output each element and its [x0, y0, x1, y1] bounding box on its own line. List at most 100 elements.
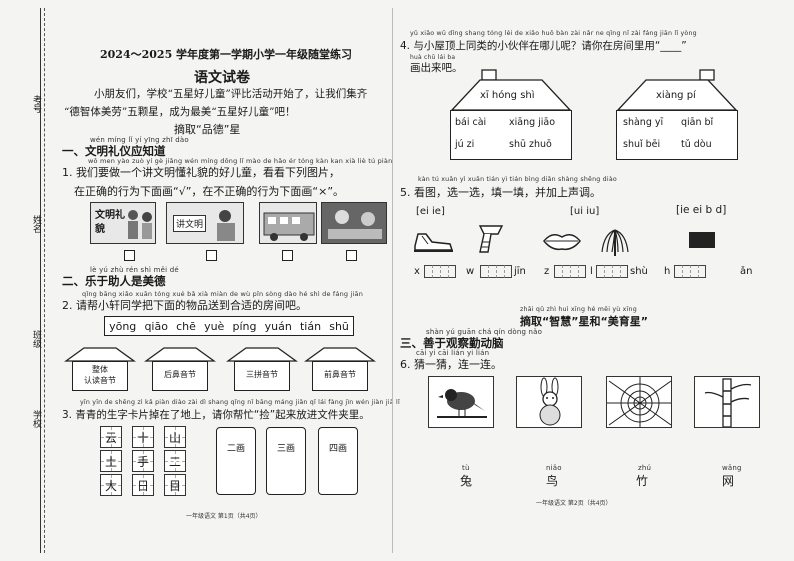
word-bank-item[interactable]: shū — [329, 319, 349, 333]
exam-title: 2024～2025 学年度第一学期小学一年级随堂练习 — [100, 48, 353, 61]
q3-pinyin: yīn yīn de shēng zì kǎ piàn diào zài dì … — [80, 399, 400, 406]
folder-label: 二画 — [226, 444, 245, 454]
shoes-icon — [414, 233, 454, 252]
q4-pinyin: yǔ xiǎo wū dǐng shang tóng lèi de xiǎo h… — [410, 30, 697, 37]
house-roof-icon — [450, 69, 572, 111]
picture-greeting: 文明礼貌 — [90, 202, 156, 244]
room-word[interactable]: shuǐ bēi — [623, 139, 661, 150]
sec2-heading: 二、乐于助人是美德 — [62, 274, 166, 288]
word-rabbit[interactable]: 兔 — [460, 474, 473, 488]
answer-box-2[interactable] — [206, 250, 217, 261]
room-word[interactable]: tǔ dòu — [681, 139, 712, 150]
q6-pinyin: cāi yi cāi lián yi lián — [416, 349, 490, 357]
house-tomato: xī hóng shì bái cài xiāng jiāo jú zi shū… — [450, 68, 572, 168]
room-body: 前鼻音节 — [312, 361, 368, 391]
room-label: 认读音节 — [84, 376, 116, 385]
house-eraser: xiàng pí shàng yī qiān bǐ shuǐ bēi tǔ dò… — [616, 68, 738, 168]
room-three-part[interactable]: 三拼音节 — [226, 346, 298, 402]
word-bird[interactable]: 鸟 — [546, 474, 559, 488]
room-word[interactable]: bái cài — [455, 117, 487, 128]
word-bamboo[interactable]: 竹 — [636, 474, 649, 488]
word-bank-item[interactable]: chē — [176, 319, 196, 333]
char-card[interactable]: 目 — [164, 474, 186, 496]
char-card[interactable]: 土 — [100, 450, 122, 472]
room-word[interactable]: shū zhuō — [509, 139, 552, 150]
room-label: 后鼻音节 — [164, 370, 196, 379]
lips-icon — [543, 234, 581, 251]
roof-icon — [226, 347, 298, 362]
fill-suffix: shù — [630, 266, 648, 277]
q4-line-2: 画出来吧。 — [410, 62, 463, 74]
room-front-nasal[interactable]: 前鼻音节 — [304, 346, 376, 402]
word-web[interactable]: 网 — [722, 474, 735, 488]
pinyin-blank-3[interactable] — [554, 265, 586, 278]
fill-suffix: jīn — [514, 266, 526, 277]
room-word[interactable]: shàng yī — [623, 117, 664, 128]
star-virtue: 摘取“品德”星 — [174, 123, 241, 136]
answer-box-3[interactable] — [282, 250, 293, 261]
folder-label: 四画 — [328, 444, 347, 454]
binding-line — [40, 8, 41, 553]
binding-column: 考号 姓名 班级 学校 — [0, 0, 56, 561]
page-divider — [392, 8, 393, 553]
answer-box-1[interactable] — [124, 250, 135, 261]
q1-line-2: 在正确的行为下面画“√”，在不正确的行为下面画“×”。 — [74, 185, 345, 198]
folder-label: 三画 — [276, 444, 295, 454]
intro-line-2: “德智体美劳”五颗星，成为最美“五星好儿童”吧！ — [64, 106, 296, 118]
house-roof-word: xiàng pí — [656, 90, 696, 101]
char-card[interactable]: 二 — [164, 450, 186, 472]
room-label: 三拼音节 — [246, 370, 278, 379]
subject-title: 语文试卷 — [194, 70, 250, 86]
q1-pinyin: wǒ men yào zuò yí gè jiǎng wén míng dǒng… — [88, 157, 393, 165]
pinyin-word-bank: yōng qiāo chē yuè píng yuán tián shū — [104, 316, 354, 336]
word-bank-item[interactable]: yōng — [109, 319, 137, 333]
char-card[interactable]: 云 — [100, 426, 122, 448]
room-label-top: 整体 — [92, 365, 108, 374]
word-bank-item[interactable]: yuán — [264, 319, 292, 333]
pinyin-blank-1[interactable] — [424, 265, 456, 278]
house-roof-word: xī hóng shì — [480, 90, 535, 101]
q2-pinyin: qǐng bāng xiǎo xuān tóng xué bǎ xià miàn… — [82, 290, 364, 298]
rabbit-icon — [539, 377, 561, 426]
folder-four-strokes[interactable]: 四画 — [318, 427, 358, 495]
bus-queue-icon — [263, 212, 315, 241]
school-label: 学校 — [31, 410, 41, 428]
char-card[interactable]: 日 — [132, 474, 154, 496]
room-body: 后鼻音节 — [152, 361, 208, 391]
roof-icon — [304, 347, 376, 362]
char-card[interactable]: 手 — [132, 450, 154, 472]
word-bank-item[interactable]: píng — [232, 319, 257, 333]
q4-line-1: 4. 与小屋顶上同类的小伙伴在哪儿呢？请你在房间里用“____” — [400, 40, 687, 52]
pinyin-blank-5[interactable] — [674, 265, 706, 278]
room-word[interactable]: jú zi — [455, 139, 475, 150]
intro-line-1: 小朋友们，学校“五星好儿童”评比活动开始了，让我们集齐 — [94, 88, 368, 100]
room-body: 三拼音节 — [234, 361, 290, 391]
pinyin-blank-4[interactable] — [596, 265, 628, 278]
char-card[interactable]: 山 — [164, 426, 186, 448]
room-word[interactable]: xiāng jiāo — [509, 117, 556, 128]
room-word[interactable]: qiān bǐ — [681, 117, 714, 128]
char-card[interactable]: 大 — [100, 474, 122, 496]
sec2-heading-pinyin: lè yú zhù rén shì měi dé — [90, 266, 179, 274]
character-cards: 云 十 山 土 手 二 大 日 目 — [100, 426, 190, 496]
fill-prefix: l — [590, 266, 593, 277]
word-bamboo-pinyin: zhú — [638, 464, 652, 472]
room-whole-syllable[interactable]: 整体认读音节 — [64, 346, 136, 402]
desk-scene-icon — [322, 203, 386, 243]
word-rabbit-pinyin: tù — [462, 464, 470, 472]
word-bank-item[interactable]: yuè — [204, 319, 225, 333]
name-label: 姓名 — [31, 215, 41, 233]
folder-two-strokes[interactable]: 二画 — [216, 427, 256, 495]
word-bank-item[interactable]: qiāo — [144, 319, 168, 333]
pinyin-blank-2[interactable] — [480, 265, 512, 278]
folder-three-strokes[interactable]: 三画 — [266, 427, 306, 495]
answer-box-4[interactable] — [346, 250, 357, 261]
q1-line-1: 1. 我们要做一个讲文明懂礼貌的好儿童，看看下列图片， — [62, 166, 340, 179]
word-bank-item[interactable]: tián — [299, 319, 322, 333]
q5-group-1: [ei ie] — [416, 206, 445, 217]
house-room: bái cài xiāng jiāo jú zi shū zhuō — [450, 110, 572, 160]
room-back-nasal[interactable]: 后鼻音节 — [144, 346, 216, 402]
picture-greeting-text: 文明礼貌 — [95, 210, 125, 235]
char-card[interactable]: 十 — [132, 426, 154, 448]
sec1-heading: 一、文明礼仪应知道 — [62, 144, 166, 158]
